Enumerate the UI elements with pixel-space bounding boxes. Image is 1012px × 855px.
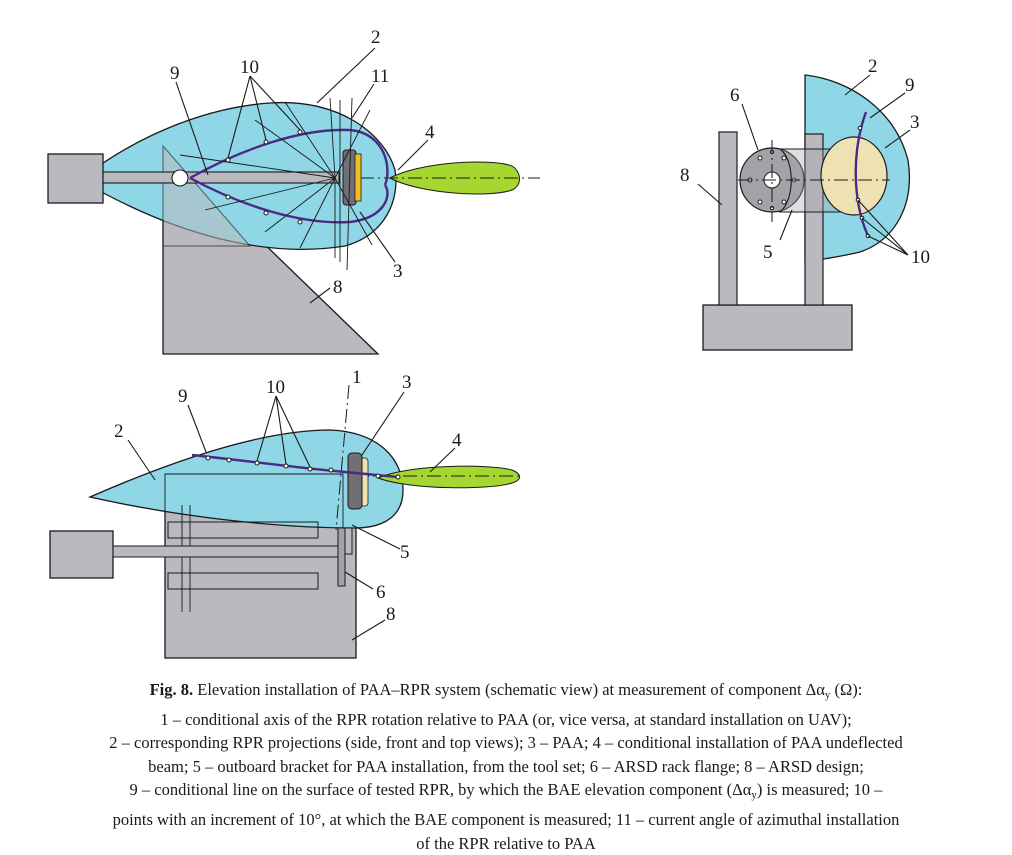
measure-points-side bbox=[225, 129, 303, 225]
figure-drawing: 2 9 10 11 4 3 8 bbox=[47, 27, 930, 659]
label-10-top: 10 bbox=[266, 377, 285, 398]
label-11-side: 11 bbox=[371, 66, 389, 87]
mount-block-top bbox=[49, 530, 114, 579]
label-1-top: 1 bbox=[352, 367, 362, 388]
left-rack-front bbox=[718, 131, 738, 306]
shaft-side bbox=[102, 171, 340, 184]
label-4-side: 4 bbox=[425, 122, 435, 143]
measure-points-top bbox=[205, 455, 401, 480]
caption-line-1-sub: y bbox=[824, 689, 831, 701]
radome-top bbox=[87, 429, 404, 529]
mount-block-side bbox=[47, 153, 104, 204]
label-8-front: 8 bbox=[680, 165, 690, 186]
rail-2-top bbox=[167, 572, 319, 590]
base-plate-front bbox=[702, 304, 853, 351]
top-view: 1 9 10 3 2 4 5 6 8 bbox=[49, 367, 520, 659]
paa-dark-top bbox=[347, 452, 363, 510]
label-5-top: 5 bbox=[400, 542, 410, 563]
label-9-side: 9 bbox=[170, 63, 180, 84]
line-9-side-upper bbox=[189, 128, 389, 186]
caption-line-5-a: 9 – conditional line on the surface of t… bbox=[129, 780, 752, 800]
label-3-top: 3 bbox=[402, 372, 412, 393]
caption-line-6: points with an increment of 10°, at whic… bbox=[112, 809, 900, 829]
label-9-top: 9 bbox=[178, 386, 188, 407]
caption-line-2: 1 – conditional axis of the RPR rotation… bbox=[160, 709, 852, 729]
bracket-top bbox=[344, 527, 353, 555]
axis-1-top bbox=[335, 384, 350, 531]
label-2-front: 2 bbox=[868, 56, 878, 77]
caption-line-5: 9 – conditional line on the surface of t… bbox=[0, 778, 1012, 808]
caption-line-1: Fig. 8. Elevation installation of PAA–RP… bbox=[0, 678, 1012, 708]
label-4-top: 4 bbox=[452, 430, 462, 451]
flange-top bbox=[337, 527, 346, 587]
caption-line-3: 2 – corresponding RPR projections (side,… bbox=[109, 733, 903, 753]
pivot-side bbox=[171, 169, 189, 187]
side-view: 2 9 10 11 4 3 8 bbox=[47, 27, 540, 355]
label-10-side: 10 bbox=[240, 57, 259, 78]
caption-line-7: of the RPR relative to PAA bbox=[416, 833, 596, 853]
beam-side bbox=[388, 161, 520, 195]
label-6-front: 6 bbox=[730, 85, 740, 106]
caption-line-5-b: ) is measured; 10 – bbox=[756, 780, 883, 800]
beam-top bbox=[376, 465, 520, 489]
line-9-top bbox=[191, 453, 399, 479]
label-2-top: 2 bbox=[114, 421, 124, 442]
label-6-top: 6 bbox=[376, 582, 386, 603]
figure-caption: Fig. 8. Elevation installation of PAA–RP… bbox=[0, 678, 1012, 855]
label-10-front: 10 bbox=[911, 247, 930, 268]
rail-1-top bbox=[167, 521, 319, 539]
right-rack-front bbox=[804, 133, 824, 306]
front-view: 6 2 9 3 8 5 10 bbox=[680, 56, 930, 351]
caption-line-1-main: Elevation installation of PAA–RPR system… bbox=[193, 680, 825, 699]
label-3-front: 3 bbox=[910, 112, 920, 133]
label-9-front: 9 bbox=[905, 75, 915, 96]
label-3-side: 3 bbox=[393, 261, 403, 282]
paa-front bbox=[820, 136, 888, 216]
rack-outline-top bbox=[164, 473, 344, 528]
caption-line-4: beam; 5 – outboard bracket for PAA insta… bbox=[148, 756, 864, 776]
label-8-side: 8 bbox=[333, 277, 343, 298]
label-5-front: 5 bbox=[763, 242, 773, 263]
radial-lines-side bbox=[179, 97, 373, 271]
caption-prefix: Fig. 8. bbox=[149, 680, 194, 699]
shaft-top bbox=[112, 545, 340, 558]
line-9-front bbox=[854, 111, 870, 237]
label-8-top: 8 bbox=[386, 604, 396, 625]
antenna-yellow-side bbox=[354, 153, 362, 202]
caption-line-1-end: (Ω): bbox=[830, 680, 863, 699]
caption-line-5-sub: y bbox=[751, 789, 757, 802]
label-2-side: 2 bbox=[371, 27, 381, 48]
